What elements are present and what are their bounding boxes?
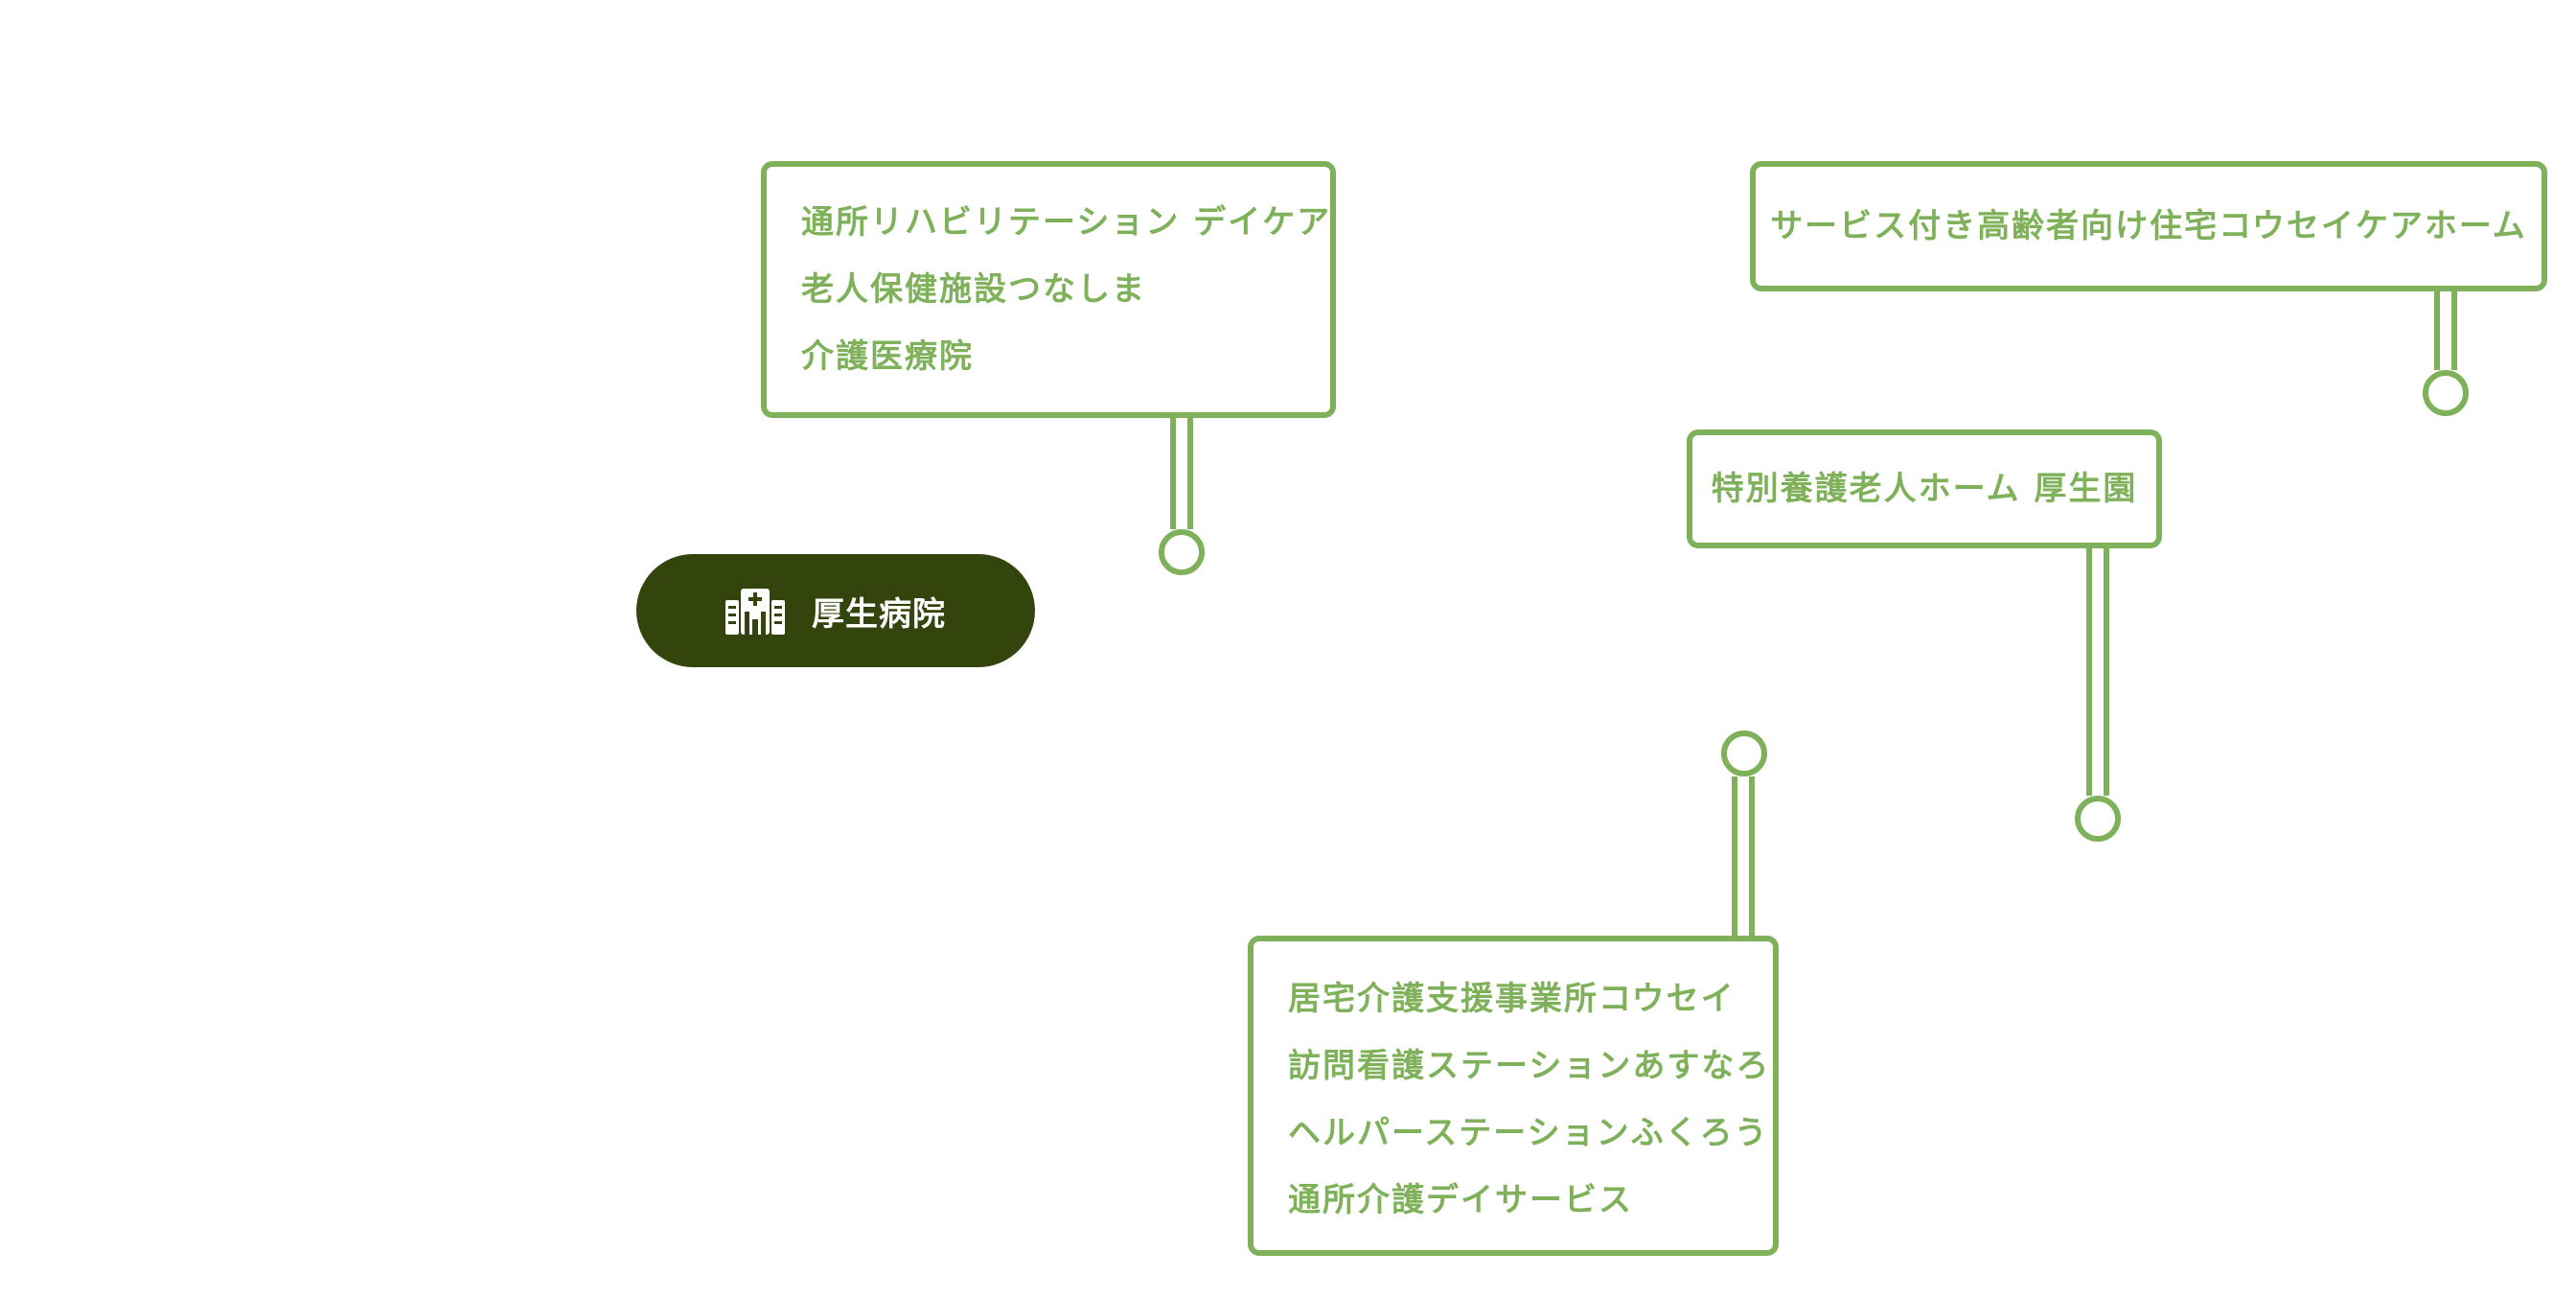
- facility-name: 通所リハビリテーション デイケア: [801, 203, 1332, 242]
- connector-nursing-home: [2086, 543, 2109, 796]
- facility-name: 老人保健施設つなしま: [801, 270, 1146, 309]
- facility-box-care-support-group[interactable]: 居宅介護支援事業所コウセイ 訪問看護ステーションあすなろ ヘルパーステーションふ…: [1248, 936, 1779, 1256]
- hospital-building-icon: [725, 589, 785, 635]
- facility-box-rehab-group[interactable]: 通所リハビリテーション デイケア 老人保健施設つなしま 介護医療院: [761, 161, 1336, 418]
- connector-rehab: [1170, 412, 1193, 529]
- facility-box-nursing-home[interactable]: 特別養護老人ホーム 厚生園: [1687, 429, 2162, 548]
- facility-name: 介護医療院: [801, 337, 974, 376]
- connector-node-care-support: [1721, 730, 1767, 776]
- facility-name: 通所介護デイサービス: [1288, 1181, 1633, 1219]
- connector-node-rehab: [1159, 529, 1205, 575]
- facility-name: 訪問看護ステーションあすなろ: [1288, 1047, 1771, 1085]
- hospital-button[interactable]: 厚生病院: [636, 554, 1035, 667]
- connector-service-housing: [2434, 286, 2457, 370]
- hospital-label: 厚生病院: [812, 594, 946, 634]
- facility-name: 居宅介護支援事業所コウセイ: [1288, 980, 1736, 1018]
- facility-name: サービス付き高齢者向け住宅コウセイケアホーム: [1770, 207, 2527, 245]
- facility-box-service-housing[interactable]: サービス付き高齢者向け住宅コウセイケアホーム: [1750, 161, 2547, 291]
- facility-name: 特別養護老人ホーム 厚生園: [1711, 470, 2138, 508]
- connector-care-support: [1732, 776, 1755, 941]
- connector-node-service-housing: [2423, 370, 2469, 416]
- facility-name: ヘルパーステーションふくろう: [1288, 1114, 1769, 1152]
- connector-node-nursing-home: [2075, 796, 2121, 842]
